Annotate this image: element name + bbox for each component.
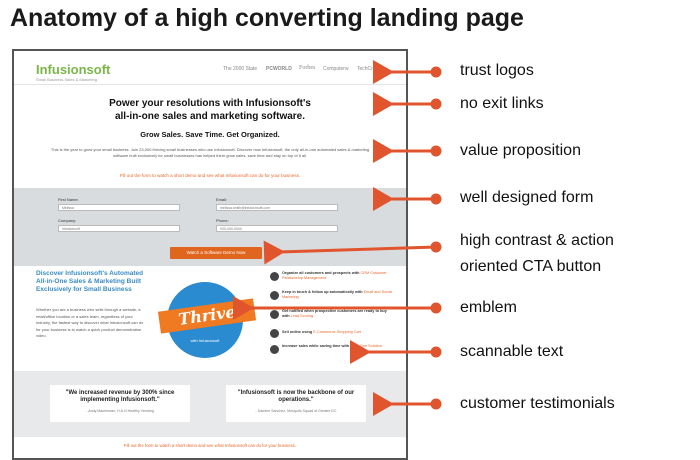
testimonial-quote: "Infusionsoft is now the backbone of our… [237,390,355,403]
arrow-cta [263,240,437,265]
feature-item: Keep in touch & follow up automatically … [282,290,392,299]
dot-form [430,193,442,205]
email-label: Email: [216,197,228,202]
trust-logo-3: Forbes [299,65,316,71]
testimonial-author: - Damien Sanchez, Mosquito Squad of Grea… [255,409,337,413]
email-icon [270,291,279,300]
dot-cta [430,241,442,253]
callout-scannable-text: scannable text [460,343,564,360]
header-divider [14,84,406,85]
cart-icon [270,329,279,338]
callout-value-proposition: value proposition [460,142,581,159]
dot-scannable-text [430,346,442,358]
value-prop-body: This is the year to grow your small busi… [50,147,370,158]
callout-no-exit-links: no exit links [460,95,544,112]
first-name-label: First Name: [58,197,79,202]
trust-logo-1: The 2000 State [223,66,258,72]
cta-button[interactable]: Watch a Software Demo Now [170,247,262,259]
callout-cta-line-1: high contrast & action [460,232,614,249]
trust-logo-4: Computerw [323,66,349,72]
subheadline: Grow Sales. Save Time. Get Organized. [140,130,280,139]
logo-tagline: Small Business Sales & Marketing [36,77,97,82]
callout-emblem: emblem [460,299,517,316]
bottom-form-link[interactable]: Fill out the form to watch a short demo … [123,443,297,448]
dot-testimonials [430,398,442,410]
phone-label: Phone: [216,218,229,223]
emblem-subtext: with Infusionsoft [190,338,220,343]
form-prompt: Fill out the form to watch a short demo … [119,173,301,178]
testimonial-card: "We increased revenue by 300% since impl… [50,385,190,422]
infusionsoft-logo: Infusionsoft [36,62,111,77]
headline-line-1: Power your resolutions with Infusionsoft… [109,98,311,109]
testimonial-quote: "We increased revenue by 300% since impl… [65,390,175,403]
lead-scoring-icon [270,310,279,319]
phone-input[interactable]: 000-000-0000 [216,225,338,232]
discover-body: Whether you are a business who sells thr… [36,307,144,338]
headline-line-2: all-in-one sales and marketing software. [114,111,306,122]
email-input[interactable]: melissa.smith@infusionsoft.com [216,204,338,211]
landing-page-screenshot: Infusionsoft Small Business Sales & Mark… [12,49,408,460]
dot-trust-logos [430,66,442,78]
dot-value-proposition [430,145,442,157]
callout-testimonials: customer testimonials [460,395,615,412]
callout-form: well designed form [460,189,594,206]
testimonial-card: "Infusionsoft is now the backbone of our… [226,385,366,422]
company-input[interactable]: Infusionsoft [58,225,180,232]
trust-logo-2: PCWORLD [266,66,292,72]
first-name-input[interactable]: Melissa [58,204,180,211]
dot-no-exit-links [430,98,442,110]
discover-heading: Discover Infusionsoft's Automated All-in… [36,270,144,293]
company-label: Company: [58,218,77,223]
feature-item: Organize all customers and prospects wit… [282,271,387,280]
trust-logo-5: TechCrunch [357,66,384,72]
feature-item: Get notified when prospective customers … [282,309,387,318]
crm-icon [270,272,279,281]
callout-trust-logos: trust logos [460,62,534,79]
dot-emblem [430,302,442,314]
testimonial-author: - Andy Maclennan, H.A.N Healthy Vending [86,409,154,413]
feature-item: Sell online using E-Commerce Shopping Ca… [282,330,361,334]
page-title: Anatomy of a high converting landing pag… [10,4,524,32]
solution-icon [270,345,279,354]
callout-cta-line-2: oriented CTA button [460,258,602,275]
